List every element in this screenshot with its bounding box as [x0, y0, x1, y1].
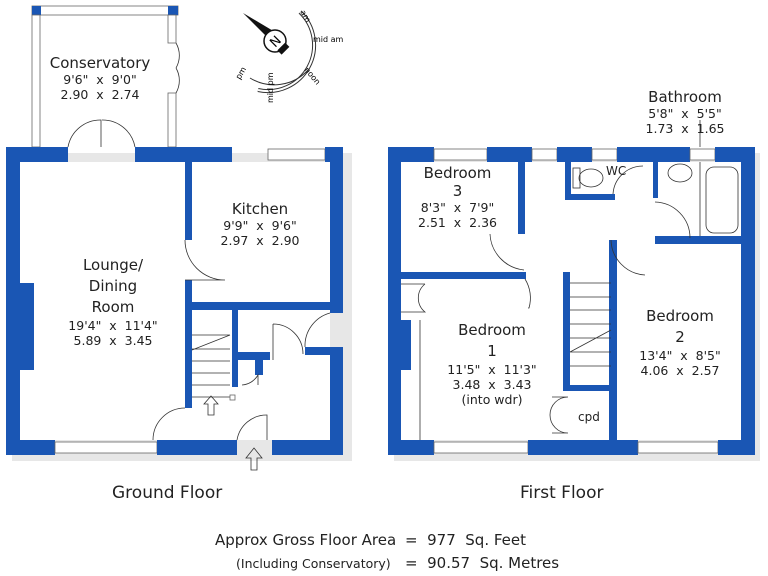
svg-text:noon: noon [302, 66, 322, 87]
room-note: (into wdr) [461, 392, 523, 407]
ground-floor-walls [6, 147, 343, 455]
first-floor-walls [388, 147, 755, 455]
room-dimensions-metric: 2.90 x 2.74 [60, 87, 140, 102]
room-label-bedroom-1: Bedroom 1 11'5" x 11'3" 3.48 x 3.43 (int… [432, 320, 552, 407]
room-dimensions-imperial: 19'4" x 11'4" [68, 318, 158, 333]
room-dimensions-metric: 3.48 x 3.43 [452, 377, 532, 392]
gross-area-sqm: = 90.57 Sq. Metres [405, 554, 560, 572]
room-dimensions-metric: 1.73 x 1.65 [645, 121, 725, 136]
room-dimensions-metric: 2.51 x 2.36 [418, 215, 497, 230]
room-dimensions-imperial: 8'3" x 7'9" [420, 200, 495, 215]
wc-label: WC [606, 164, 627, 178]
room-dimensions-metric: 5.89 x 3.45 [73, 333, 153, 348]
room-label-kitchen: Kitchen 9'9" x 9'6" 2.97 x 2.90 [200, 200, 320, 248]
ground-floor-fixtures [152, 239, 331, 471]
svg-text:mid am: mid am [313, 35, 344, 44]
conservatory-structure [31, 5, 180, 148]
room-label-bathroom: Bathroom 5'8" x 5'5" 1.73 x 1.65 [630, 88, 740, 136]
svg-text:am: am [298, 9, 312, 25]
ground-floor-title: Ground Floor [112, 483, 223, 503]
gross-area-label: Approx Gross Floor Area [215, 531, 397, 549]
room-name: Bedroom 3 [423, 164, 492, 200]
svg-text:pm: pm [234, 65, 248, 81]
gross-area-sqft: = 977 Sq. Feet [405, 531, 526, 549]
first-floor-fixtures [401, 120, 739, 440]
room-dimensions-imperial: 5'8" x 5'5" [648, 106, 722, 121]
room-name: Bedroom 2 [646, 307, 714, 346]
room-name: Lounge/ Dining Room [82, 256, 144, 316]
room-name: Bathroom [648, 88, 722, 106]
room-dimensions-metric: 4.06 x 2.57 [640, 363, 720, 378]
room-dimensions-imperial: 9'6" x 9'0" [63, 72, 137, 87]
room-dimensions-imperial: 11'5" x 11'3" [447, 362, 537, 377]
svg-text:mid pm: mid pm [266, 72, 275, 103]
room-label-conservatory: Conservatory 9'6" x 9'0" 2.90 x 2.74 [40, 54, 160, 102]
room-dimensions-imperial: 9'9" x 9'6" [223, 218, 297, 233]
first-floor-title: First Floor [520, 483, 604, 503]
room-dimensions-imperial: 13'4" x 8'5" [639, 348, 721, 363]
compass: N am mid am noon mid pm pm [234, 9, 344, 104]
cupboard-label: cpd [578, 410, 600, 424]
room-name: Bedroom 1 [458, 321, 526, 360]
including-conservatory-label: (Including Conservatory) [236, 556, 391, 571]
room-dimensions-metric: 2.97 x 2.90 [220, 233, 300, 248]
room-label-bedroom-2: Bedroom 2 13'4" x 8'5" 4.06 x 2.57 [620, 306, 740, 378]
room-name: Kitchen [231, 200, 289, 218]
room-name: Conservatory [49, 54, 151, 72]
room-label-bedroom-3: Bedroom 3 8'3" x 7'9" 2.51 x 2.36 [400, 164, 515, 230]
room-label-lounge-dining: Lounge/ Dining Room 19'4" x 11'4" 5.89 x… [48, 255, 178, 348]
